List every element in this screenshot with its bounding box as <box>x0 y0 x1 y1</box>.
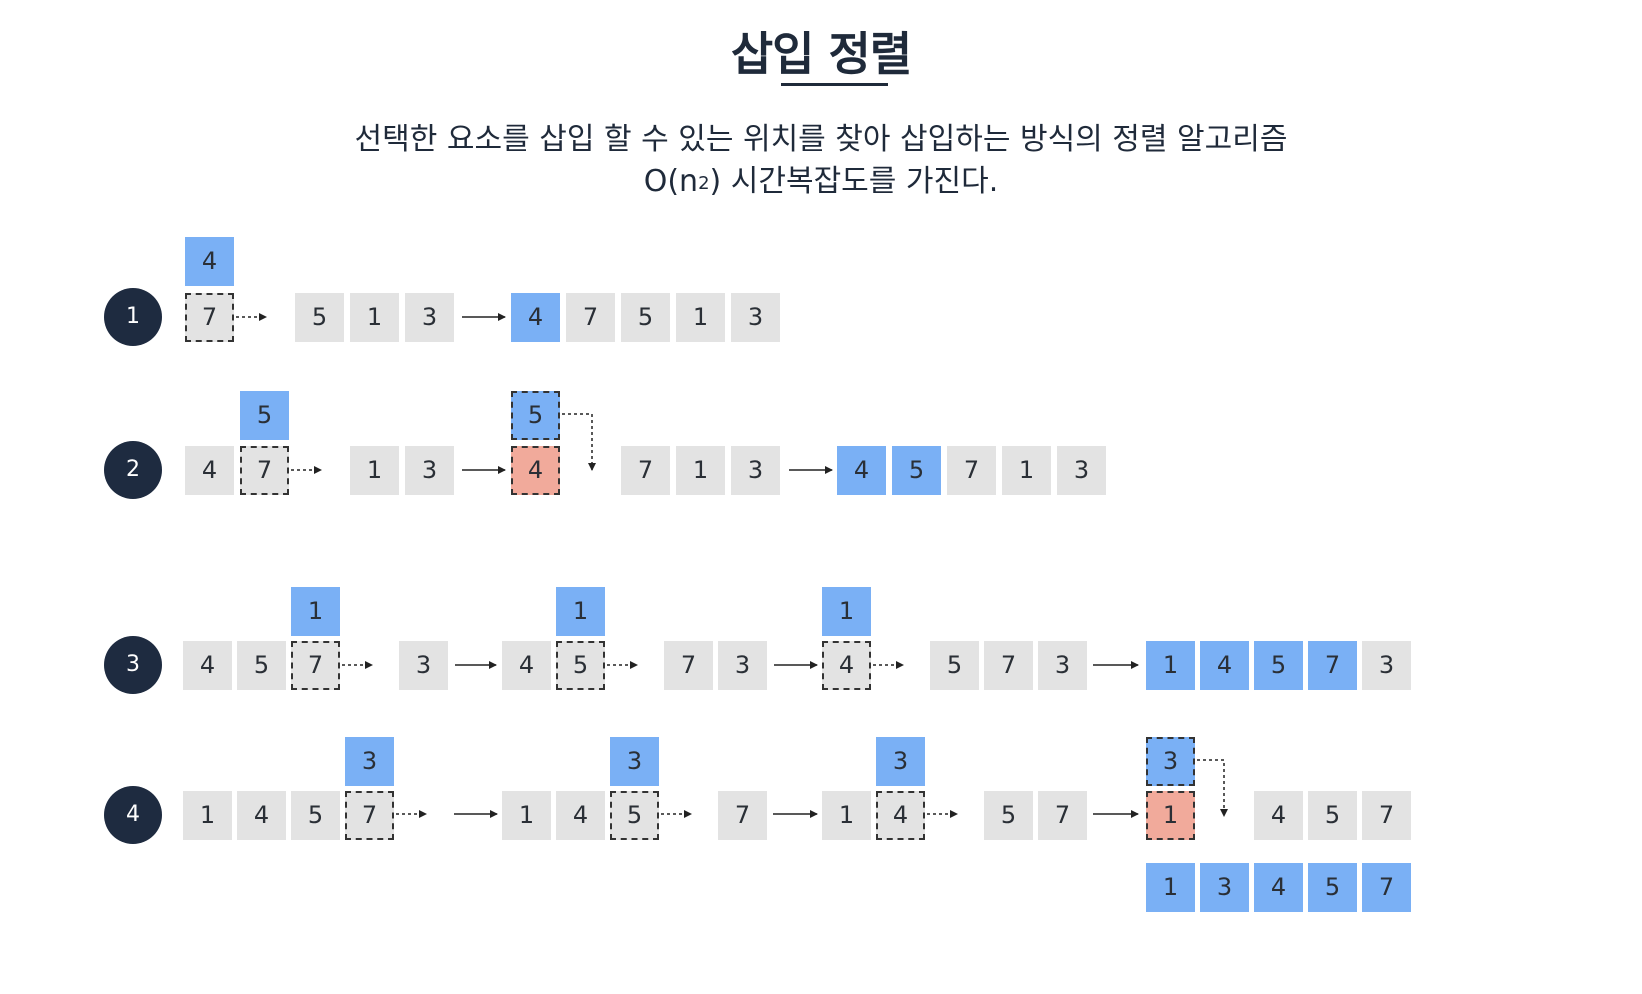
array-element: 3 <box>1038 641 1087 690</box>
result-element: 5 <box>1308 863 1357 912</box>
array-element: 3 <box>405 446 454 495</box>
array-element: 4 <box>183 641 232 690</box>
array-element: 3 <box>731 446 780 495</box>
key-element: 3 <box>876 737 925 786</box>
result-element: 7 <box>947 446 996 495</box>
array-element: 5 <box>984 791 1033 840</box>
array-element: 1 <box>183 791 232 840</box>
key-element: 4 <box>185 237 234 286</box>
compared-element: 4 <box>822 641 871 690</box>
result-element: 7 <box>1308 641 1357 690</box>
compared-element: 4 <box>511 446 560 495</box>
key-element: 1 <box>291 587 340 636</box>
array-element: 7 <box>664 641 713 690</box>
step-number-1: 1 <box>104 288 162 346</box>
page-title: 삽입 정렬 <box>730 27 912 81</box>
array-element: 4 <box>556 791 605 840</box>
result-element: 5 <box>1254 641 1303 690</box>
array-element: 5 <box>1308 791 1357 840</box>
dotted-elbow-arrow <box>562 413 596 471</box>
result-element: 5 <box>892 446 941 495</box>
array-element: 1 <box>502 791 551 840</box>
title-container: 삽입 정렬 <box>0 26 1642 82</box>
array-element: 7 <box>718 791 767 840</box>
description-line-1: 선택한 요소를 삽입 할 수 있는 위치를 찾아 삽입하는 방식의 정렬 알고리… <box>354 122 1288 157</box>
compared-element: 7 <box>185 293 234 342</box>
result-element: 4 <box>1254 863 1303 912</box>
compared-element: 7 <box>291 641 340 690</box>
result-element: 7 <box>566 293 615 342</box>
result-element: 4 <box>837 446 886 495</box>
array-element: 5 <box>295 293 344 342</box>
array-element: 5 <box>291 791 340 840</box>
dotted-elbow-arrow <box>1197 759 1228 817</box>
array-element: 4 <box>237 791 286 840</box>
array-element: 5 <box>930 641 979 690</box>
array-element: 7 <box>984 641 1033 690</box>
compared-element: 7 <box>240 446 289 495</box>
result-element: 3 <box>1200 863 1249 912</box>
compared-element: 1 <box>1146 791 1195 840</box>
key-element: 3 <box>345 737 394 786</box>
array-element: 4 <box>185 446 234 495</box>
result-element: 1 <box>1002 446 1051 495</box>
key-element: 5 <box>240 391 289 440</box>
description-line-2: O(n2) 시간복잡도를 가진다. <box>0 162 1642 202</box>
key-element: 3 <box>610 737 659 786</box>
array-element: 5 <box>237 641 286 690</box>
array-element: 3 <box>718 641 767 690</box>
result-element: 4 <box>1200 641 1249 690</box>
title-underline <box>781 83 888 86</box>
compared-element: 7 <box>345 791 394 840</box>
result-element: 4 <box>511 293 560 342</box>
array-element: 7 <box>621 446 670 495</box>
key-element: 1 <box>822 587 871 636</box>
result-element: 1 <box>1146 863 1195 912</box>
key-element: 1 <box>556 587 605 636</box>
step-number-4: 4 <box>104 786 162 844</box>
step-number-2: 2 <box>104 441 162 499</box>
result-element: 3 <box>1057 446 1106 495</box>
array-element: 1 <box>676 446 725 495</box>
result-element: 3 <box>1362 641 1411 690</box>
key-element: 5 <box>511 391 560 440</box>
result-element: 3 <box>731 293 780 342</box>
compared-element: 4 <box>876 791 925 840</box>
result-element: 1 <box>676 293 725 342</box>
key-element: 3 <box>1146 737 1195 786</box>
array-element: 1 <box>350 446 399 495</box>
array-element: 7 <box>1038 791 1087 840</box>
array-element: 7 <box>1362 791 1411 840</box>
array-element: 1 <box>822 791 871 840</box>
array-element: 3 <box>399 641 448 690</box>
compared-element: 5 <box>556 641 605 690</box>
complexity-suffix: ) 시간복잡도를 가진다. <box>709 164 999 199</box>
complexity-exponent: 2 <box>698 173 710 194</box>
result-element: 5 <box>621 293 670 342</box>
array-element: 4 <box>1254 791 1303 840</box>
result-element: 7 <box>1362 863 1411 912</box>
compared-element: 5 <box>610 791 659 840</box>
array-element: 1 <box>350 293 399 342</box>
step-number-3: 3 <box>104 636 162 694</box>
result-element: 1 <box>1146 641 1195 690</box>
array-element: 4 <box>502 641 551 690</box>
array-element: 3 <box>405 293 454 342</box>
complexity-prefix: O(n <box>643 164 699 199</box>
